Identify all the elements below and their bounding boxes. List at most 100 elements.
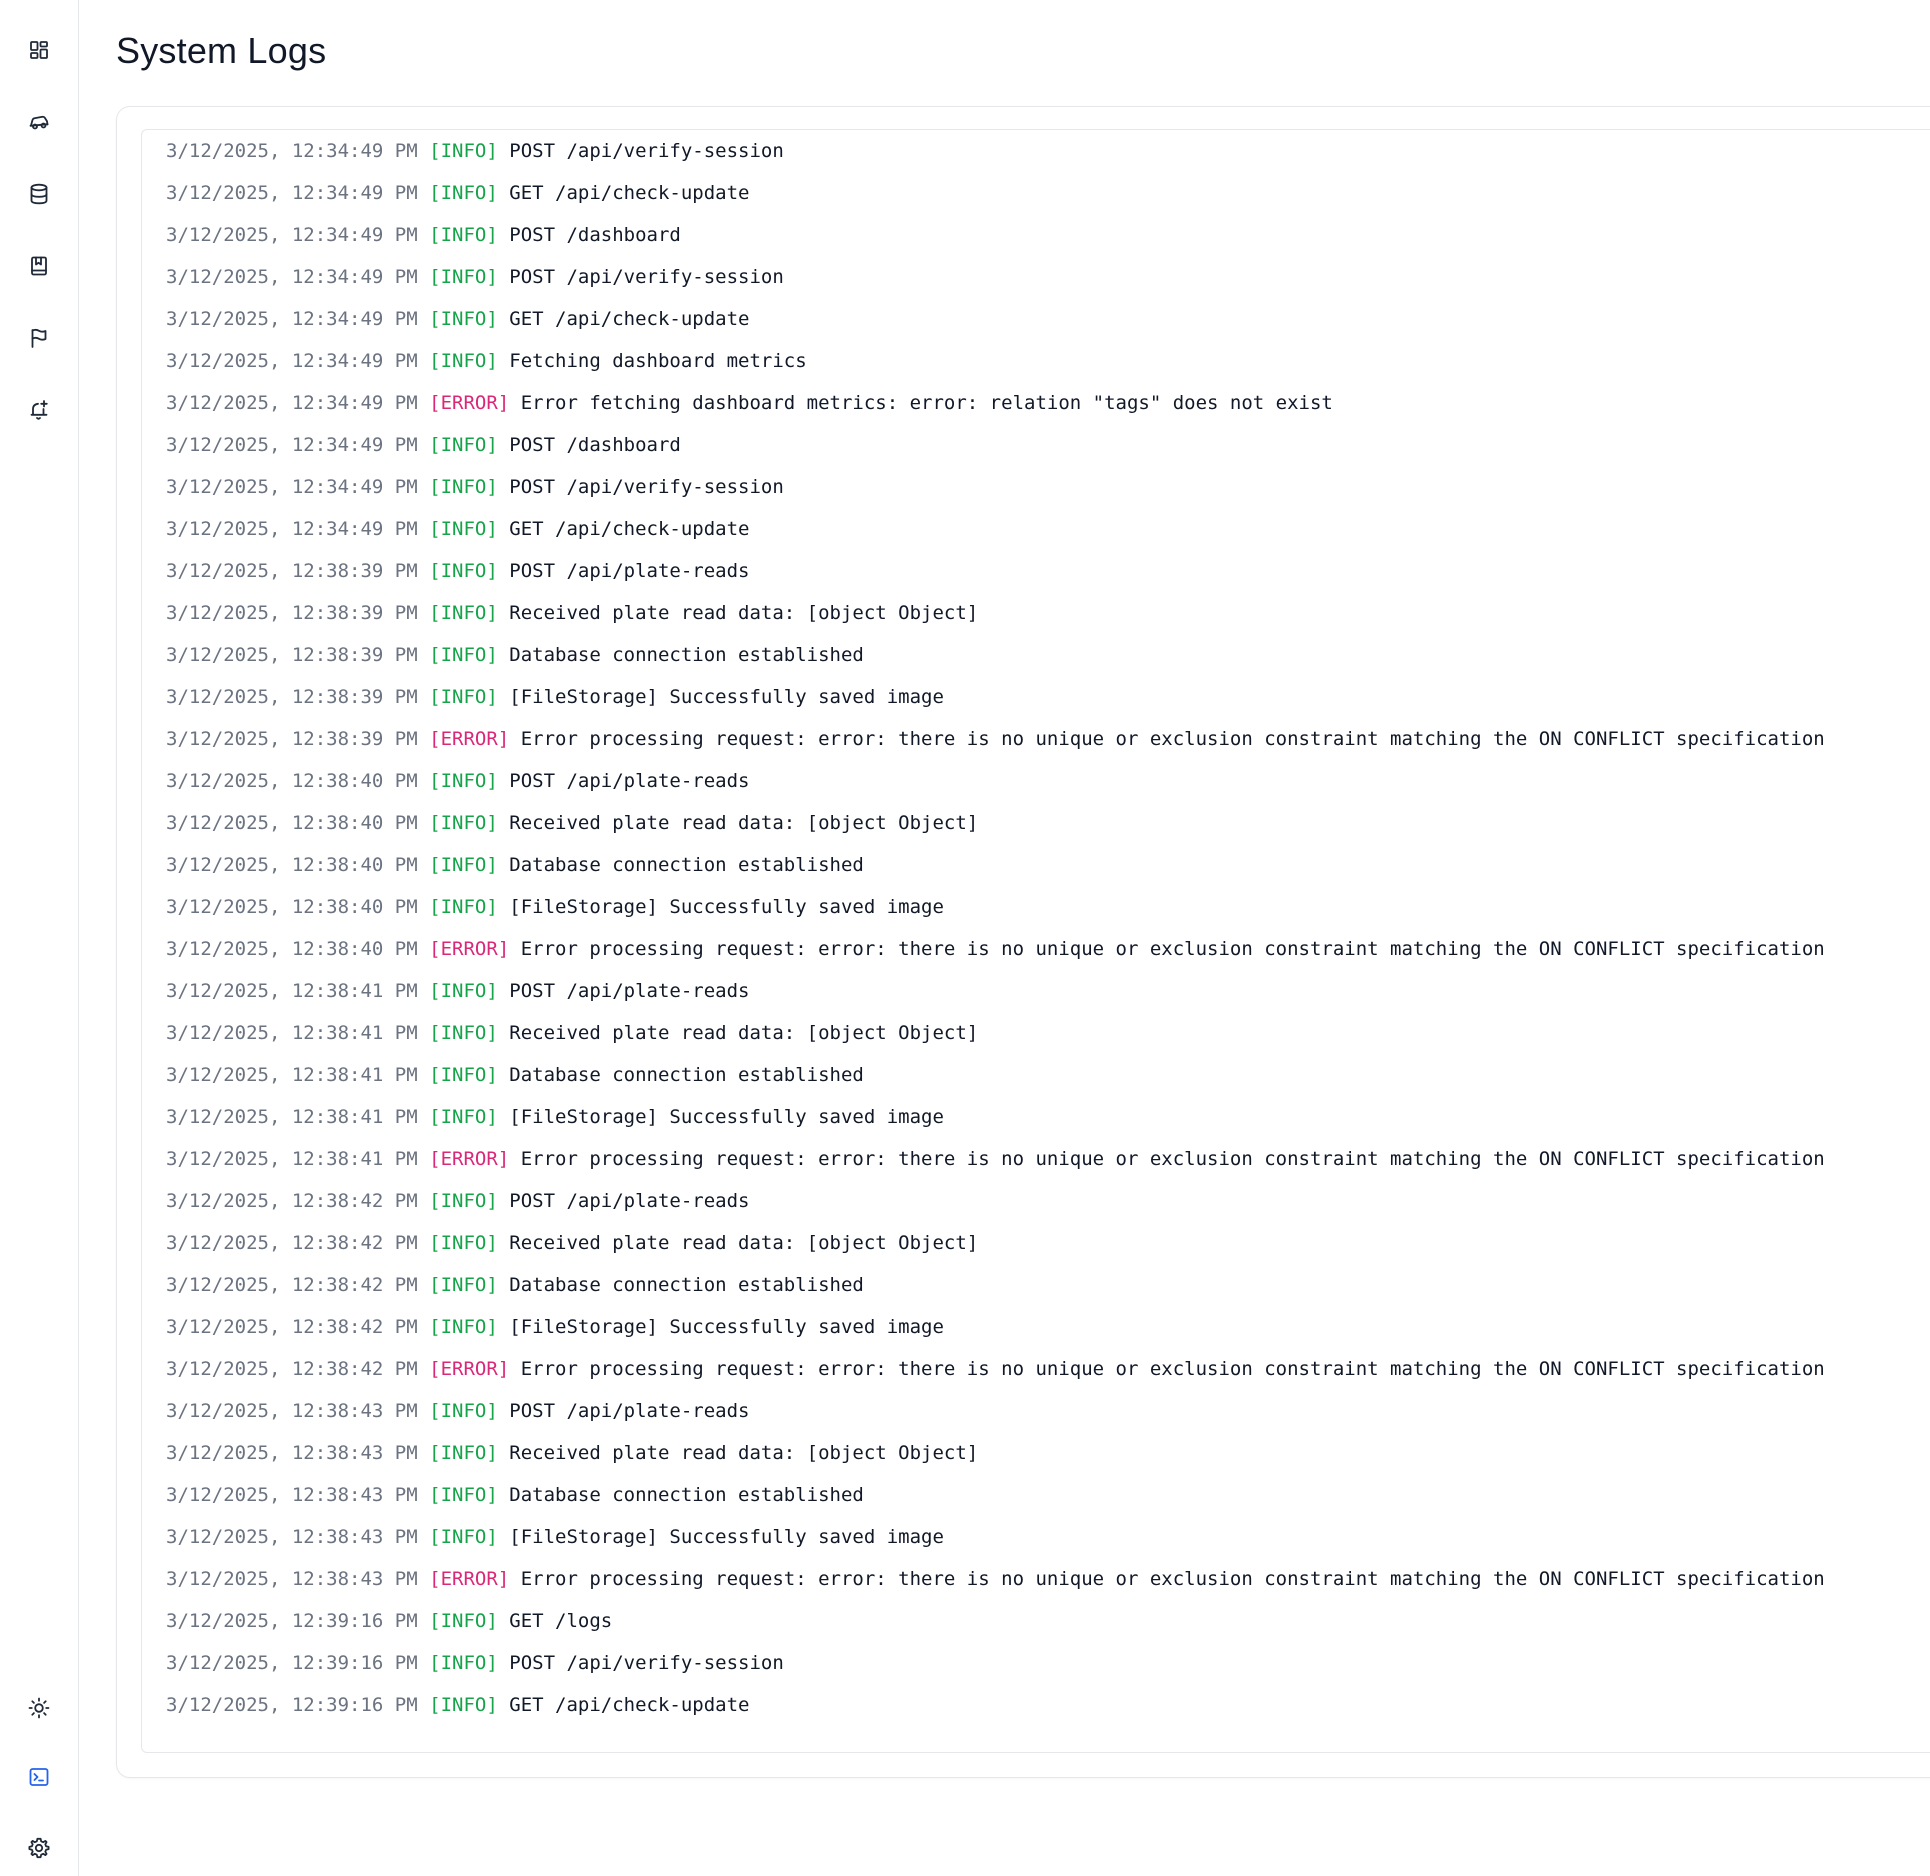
- terminal-icon: [29, 1768, 49, 1786]
- flag-icon: [31, 328, 47, 348]
- log-timestamp: 3/12/2025, 12:38:41 PM: [166, 1064, 418, 1086]
- dashboard-button[interactable]: [19, 30, 59, 70]
- log-entry: 3/12/2025, 12:38:40 PM [ERROR] Error pro…: [166, 934, 1825, 976]
- log-level-badge: [INFO]: [429, 1610, 498, 1632]
- log-entry: 3/12/2025, 12:34:49 PM [INFO] GET /api/c…: [166, 178, 1825, 220]
- log-level: INFO: [440, 812, 487, 834]
- log-level-badge: [ERROR]: [429, 938, 510, 960]
- log-level: INFO: [440, 854, 487, 876]
- log-level: INFO: [440, 476, 487, 498]
- log-entry: 3/12/2025, 12:38:43 PM [INFO] POST /api/…: [166, 1396, 1825, 1438]
- log-level-badge: [ERROR]: [429, 1148, 510, 1170]
- car-icon: [29, 115, 49, 130]
- log-timestamp: 3/12/2025, 12:34:49 PM: [166, 182, 418, 204]
- log-level: INFO: [440, 1484, 487, 1506]
- log-entry: 3/12/2025, 12:38:41 PM [INFO] POST /api/…: [166, 976, 1825, 1018]
- log-message: GET /api/check-update: [509, 518, 750, 540]
- log-level: INFO: [440, 770, 487, 792]
- log-level-badge: [INFO]: [429, 1274, 498, 1296]
- log-level-badge: [INFO]: [429, 854, 498, 876]
- log-timestamp: 3/12/2025, 12:34:49 PM: [166, 308, 418, 330]
- log-timestamp: 3/12/2025, 12:38:42 PM: [166, 1274, 418, 1296]
- sun-icon: [28, 1697, 50, 1719]
- log-message: POST /api/verify-session: [509, 476, 784, 498]
- log-entry: 3/12/2025, 12:34:49 PM [INFO] POST /api/…: [166, 262, 1825, 304]
- bell-plus-icon: [30, 400, 48, 420]
- log-entry: 3/12/2025, 12:34:49 PM [INFO] POST /api/…: [166, 136, 1825, 178]
- notifications-button[interactable]: [19, 390, 59, 430]
- log-message: Database connection established: [509, 1274, 864, 1296]
- log-entry: 3/12/2025, 12:38:40 PM [INFO] Database c…: [166, 850, 1825, 892]
- log-message: Database connection established: [509, 1064, 864, 1086]
- log-level: INFO: [440, 1442, 487, 1464]
- log-message: [FileStorage] Successfully saved image: [509, 1526, 944, 1548]
- log-timestamp: 3/12/2025, 12:38:41 PM: [166, 980, 418, 1002]
- log-timestamp: 3/12/2025, 12:38:39 PM: [166, 560, 418, 582]
- theme-toggle-button[interactable]: [19, 1688, 59, 1728]
- log-viewer[interactable]: 3/12/2025, 12:34:49 PM [INFO] POST /api/…: [141, 129, 1930, 1753]
- log-message: [FileStorage] Successfully saved image: [509, 686, 944, 708]
- log-entry: 3/12/2025, 12:38:42 PM [INFO] POST /api/…: [166, 1186, 1825, 1228]
- log-entry: 3/12/2025, 12:39:16 PM [INFO] GET /api/c…: [166, 1690, 1825, 1732]
- log-timestamp: 3/12/2025, 12:38:42 PM: [166, 1190, 418, 1212]
- log-entry: 3/12/2025, 12:38:41 PM [ERROR] Error pro…: [166, 1144, 1825, 1186]
- log-level: INFO: [440, 560, 487, 582]
- log-message: [FileStorage] Successfully saved image: [509, 1106, 944, 1128]
- log-timestamp: 3/12/2025, 12:34:49 PM: [166, 434, 418, 456]
- log-message: [FileStorage] Successfully saved image: [509, 1316, 944, 1338]
- log-level: INFO: [440, 980, 487, 1002]
- log-timestamp: 3/12/2025, 12:38:40 PM: [166, 770, 418, 792]
- log-message: Error processing request: error: there i…: [520, 1148, 1825, 1170]
- log-card: 3/12/2025, 12:34:49 PM [INFO] POST /api/…: [116, 106, 1930, 1778]
- log-timestamp: 3/12/2025, 12:38:39 PM: [166, 686, 418, 708]
- vehicles-button[interactable]: [19, 102, 59, 142]
- page-title: System Logs: [116, 30, 327, 71]
- records-button[interactable]: [19, 246, 59, 286]
- flags-button[interactable]: [19, 318, 59, 358]
- log-timestamp: 3/12/2025, 12:38:43 PM: [166, 1442, 418, 1464]
- log-message: GET /api/check-update: [509, 1694, 750, 1716]
- logs-button[interactable]: [19, 1757, 59, 1797]
- log-timestamp: 3/12/2025, 12:38:42 PM: [166, 1316, 418, 1338]
- log-message: Received plate read data: [object Object…: [509, 812, 979, 834]
- log-level-badge: [INFO]: [429, 1652, 498, 1674]
- log-timestamp: 3/12/2025, 12:38:42 PM: [166, 1358, 418, 1380]
- log-timestamp: 3/12/2025, 12:39:16 PM: [166, 1694, 418, 1716]
- log-message: POST /api/plate-reads: [509, 1190, 750, 1212]
- log-level-badge: [INFO]: [429, 812, 498, 834]
- log-entry: 3/12/2025, 12:38:40 PM [INFO] Received p…: [166, 808, 1825, 850]
- settings-button[interactable]: [19, 1828, 59, 1868]
- log-timestamp: 3/12/2025, 12:34:49 PM: [166, 140, 418, 162]
- log-timestamp: 3/12/2025, 12:39:16 PM: [166, 1652, 418, 1674]
- log-entry: 3/12/2025, 12:34:49 PM [INFO] Fetching d…: [166, 346, 1825, 388]
- log-entry: 3/12/2025, 12:38:39 PM [INFO] Database c…: [166, 640, 1825, 682]
- log-message: POST /dashboard: [509, 434, 681, 456]
- log-entry: 3/12/2025, 12:39:16 PM [INFO] POST /api/…: [166, 1648, 1825, 1690]
- log-level-badge: [INFO]: [429, 896, 498, 918]
- log-message: POST /api/verify-session: [509, 1652, 784, 1674]
- log-message: POST /api/verify-session: [509, 266, 784, 288]
- log-level-badge: [INFO]: [429, 434, 498, 456]
- log-timestamp: 3/12/2025, 12:38:40 PM: [166, 896, 418, 918]
- log-level: INFO: [440, 350, 487, 372]
- log-timestamp: 3/12/2025, 12:38:39 PM: [166, 644, 418, 666]
- log-level-badge: [INFO]: [429, 1400, 498, 1422]
- log-level-badge: [INFO]: [429, 1442, 498, 1464]
- log-timestamp: 3/12/2025, 12:38:41 PM: [166, 1148, 418, 1170]
- log-message: POST /dashboard: [509, 224, 681, 246]
- log-level-badge: [ERROR]: [429, 728, 510, 750]
- log-entry: 3/12/2025, 12:34:49 PM [INFO] GET /api/c…: [166, 304, 1825, 346]
- log-level: INFO: [440, 182, 487, 204]
- log-level-badge: [INFO]: [429, 1106, 498, 1128]
- log-timestamp: 3/12/2025, 12:34:49 PM: [166, 518, 418, 540]
- log-level: INFO: [440, 896, 487, 918]
- database-button[interactable]: [19, 174, 59, 214]
- log-level-badge: [INFO]: [429, 1064, 498, 1086]
- log-message: Error processing request: error: there i…: [520, 1358, 1825, 1380]
- log-entry: 3/12/2025, 12:34:49 PM [INFO] POST /dash…: [166, 220, 1825, 262]
- log-entry: 3/12/2025, 12:38:43 PM [INFO] Received p…: [166, 1438, 1825, 1480]
- log-timestamp: 3/12/2025, 12:34:49 PM: [166, 266, 418, 288]
- log-level: INFO: [440, 602, 487, 624]
- log-level: INFO: [440, 1694, 487, 1716]
- log-level-badge: [INFO]: [429, 350, 498, 372]
